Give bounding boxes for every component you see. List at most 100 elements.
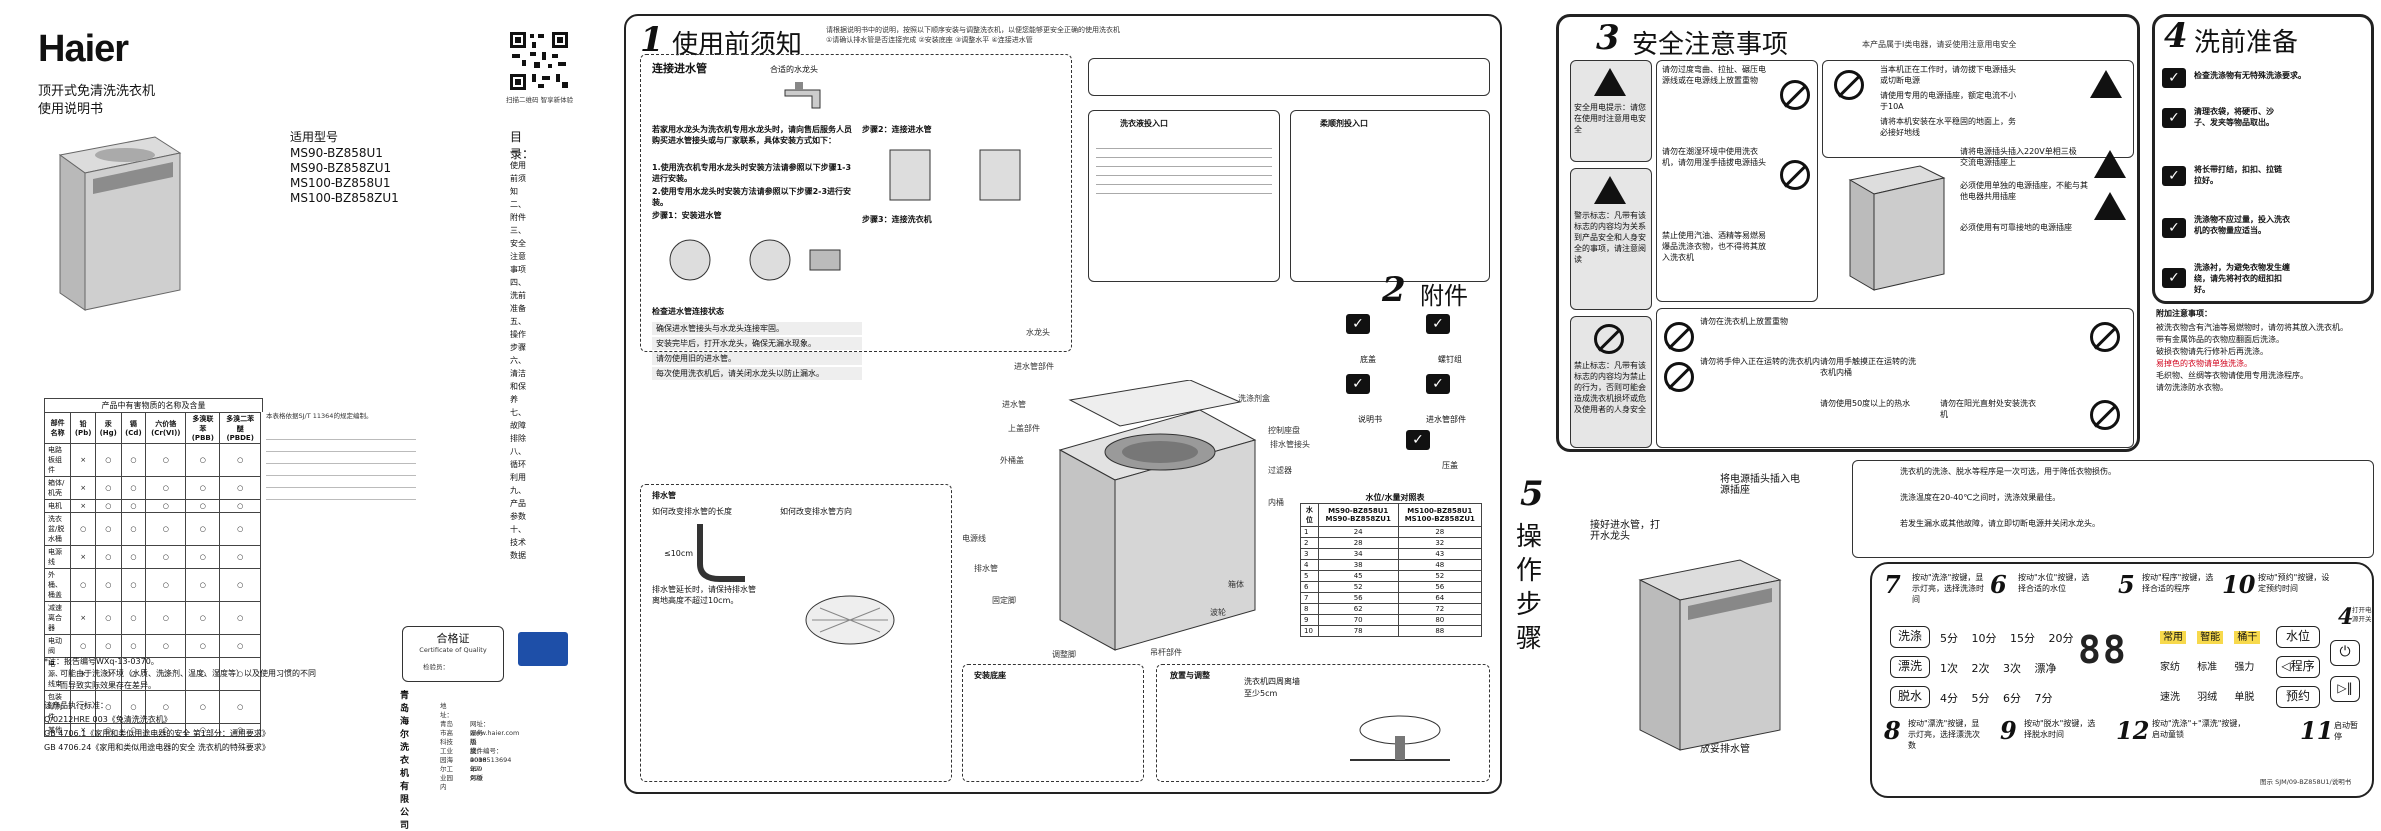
level-illustration [1350,715,1450,761]
op-text: 启动暂停 [2334,721,2358,741]
op-num: 7 [1884,570,1901,599]
hazard-row: 外桶、桶盖○○○○○○ [43,568,261,602]
detergent-box [1088,110,1280,282]
hazard-cell: 洗衣盆/脱水桶 [43,512,72,546]
part-label: 进水管 [1002,400,1026,409]
hazard-table: 部件名称 铅(Pb) 汞(Hg) 镉(Cd) 六价铬(Cr(VI)) 多溴联苯(… [43,412,261,737]
product-title: 顶开式免清洗洗衣机 [38,84,156,99]
exploded-washer-illustration [1058,380,1257,651]
water-cell: 64 [1397,592,1483,604]
warning-triangle-icon [1594,176,1626,204]
faucet-icon [784,82,821,109]
detergent-title: 洗衣液投入口 [1120,119,1168,128]
op-text: 按动"洗涤"按键，显示灯亮，选择洗涤时间 [1912,573,1984,604]
attach-item: 请勿洗涤防水衣物。 [2156,383,2228,392]
hazard-cell: 箱体/机壳 [43,476,72,500]
wash-button[interactable]: 洗涤 [1890,626,1930,648]
section-3-number: 3 [1596,18,1620,58]
program-option: 单脱 [2234,692,2255,703]
drain-title: 排水管 [652,491,676,500]
volt-note: 请将电源插头插入220V单相三极交流电源插座上 [1960,147,2077,167]
standard-item: GB 4706.24《家用和类似用途电器的安全 洗衣机的特殊要求》 [44,743,270,752]
hazard-note: 本表格依据SJ/T 11364的规定编制。 [266,412,373,420]
section-1-subtitle: 请根据说明书中的说明，按照以下顺序安装与调整洗衣机，以便您能够更安全正确的使用洗… [826,26,1120,34]
water-cell: 48 [1397,559,1483,571]
section-4-title: 洗前准备 [2194,28,2299,58]
water-cell: 56 [1397,581,1483,593]
op-instr: 10 按动"预约"按键，设定预约时间 [2222,570,2332,599]
hazard-cell: × [70,545,97,569]
prohibition-icon [1834,70,1864,100]
program-button[interactable]: ◁程序 [2276,656,2320,678]
hazard-row: 包装印刷件○○○○○○ [43,690,261,724]
step-2-title: 步骤2：连接进水管 [862,125,932,134]
hazard-cell: ○ [70,690,97,724]
rules-left-box [1656,60,1818,302]
hazard-cell: ○ [185,690,221,724]
hazard-row: 其他×○○○○○ [43,723,261,737]
water-cell: 3 [1300,548,1319,560]
hose-connect-illustration [889,149,1021,201]
hazard-cell: ○ [95,476,122,500]
rule-left: 请勿在潮湿环境中使用洗衣机，请勿用湿手插拔电源插头 [1662,147,1766,167]
water-cell: 28 [1397,526,1483,538]
model-item: MS90-BZ858ZU1 [290,161,392,175]
spin-time: 5分 [1971,692,1990,705]
program-option: 智能 [2197,631,2224,644]
water-col: 水位 [1300,503,1319,527]
hazard-cell: ○ [219,601,261,635]
hazard-row: 电动阀○○○○○○ [43,634,261,658]
prohibition-icon [1780,80,1810,110]
water-cell: 70 [1317,614,1399,626]
accessory-item: 螺钉组 [1438,355,1462,364]
toc-item: 七、故障排除 [510,408,526,443]
prohibition-icon [1664,322,1694,352]
start-pause-button[interactable]: ▷‖ [2330,676,2360,702]
attach-title: 附加注意事项： [2156,309,2212,318]
op-num: 8 [1884,716,1901,745]
power-button[interactable]: ⏻ [2330,640,2360,666]
program-option: 家纺 [2160,662,2180,673]
hazard-cell: ○ [95,634,122,658]
rule-right: 必须使用单独的电源插座，不能与其他电器共用插座 [1960,181,2088,201]
hazard-cell: × [70,601,97,635]
washer-illustration [58,136,182,311]
hazard-cell: × [70,443,97,477]
hazard-cell: ○ [95,545,122,569]
water-cell: 56 [1317,592,1399,604]
level-note: 洗衣机四周离墙 [1244,677,1300,686]
hose-fitting-illustration [669,239,841,281]
water-level-button[interactable]: 水位 [2276,626,2320,648]
hazard-col: 汞(Hg) [95,412,122,444]
company-address: 地址：青岛市高科技工业园海尔工业园内 [440,702,453,791]
attach-item: 破损衣物请先行修补后再洗涤。 [2156,347,2268,356]
hazard-cell: ○ [95,568,122,602]
water-table: 水位 MS90-BZ858U1 MS90-BZ858ZU1 MS100-BZ85… [1300,503,1483,637]
toc-item: 三、安全注意事项 [510,226,526,274]
drain-hose-illustration [697,524,745,582]
cert-inspector: 检验员： [423,663,449,671]
prohibition-icon [2090,322,2120,352]
hazard-cell: ○ [185,443,221,477]
part-label: 箱体 [1228,580,1244,589]
hazard-cell: ○ [185,545,221,569]
section-1-title: 使用前须知 [672,30,803,60]
company-name: 青岛海尔洗衣机有限公司 [400,691,410,831]
water-col: MS90-BZ858U1 MS90-BZ858ZU1 [1317,503,1399,527]
op-note: 洗涤温度在20-40℃之间时，洗涤效果最佳。 [1900,493,2061,502]
op-instr: 12 按动"洗涤"+"漂洗"按键，启动童锁 [2116,716,2256,745]
level-box [1156,664,1490,782]
spin-button[interactable]: 脱水 [1890,686,1930,708]
op-num: 4 [2338,604,2354,630]
service-hotline: 服务热线：4006 999 999 [470,729,487,782]
program-row-1: 常用 智能 桶干 [2160,628,2261,644]
digital-display: 88 [2078,628,2128,672]
prep-text: 洗涤物不应过量，投入洗衣机的衣物量应适当。 [2194,215,2290,235]
rinse-button[interactable]: 漂洗 [1890,656,1930,678]
rinse-time: 1次 [1940,662,1958,675]
install-box [962,664,1144,782]
reserve-button[interactable]: 预约 [2276,686,2320,708]
toc-item: 六、清洁和保养 [510,356,526,404]
op-text: 打开电源开关 [2352,606,2372,623]
